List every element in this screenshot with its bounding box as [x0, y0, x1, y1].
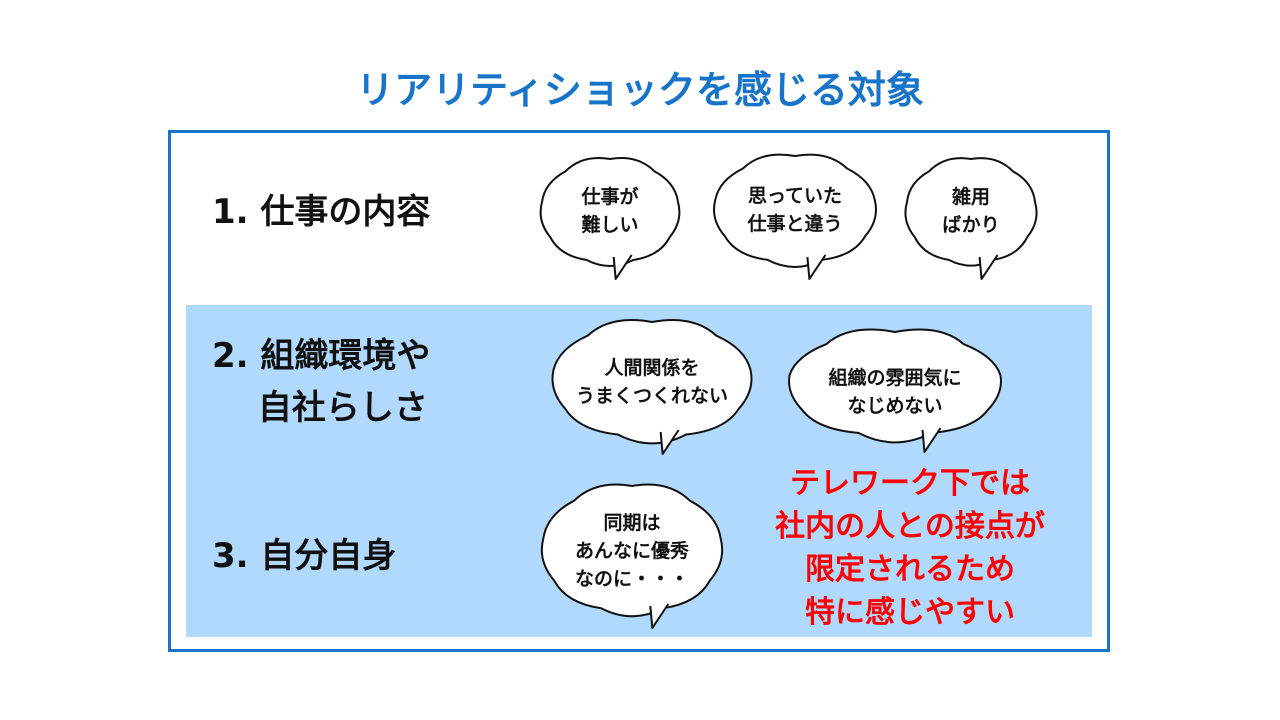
telework-note: テレワーク下では 社内の人との接点が 限定されるため 特に感じやすい [775, 466, 1045, 630]
cloud-bubble-shape [540, 483, 724, 629]
speech-bubble-relations: 人間関係を うまくつくれない [548, 318, 756, 456]
cloud-bubble-shape [713, 153, 877, 280]
cloud-bubble-shape [539, 157, 681, 280]
speech-bubble-chores: 雑用 ばかり [902, 155, 1040, 280]
cloud-bubble-shape [551, 319, 753, 455]
bubble-text: 思っていた 仕事と違う [747, 185, 843, 235]
speech-bubble-atmosphere: 組織の雰囲気に なじめない [784, 328, 1006, 454]
bubble-text: 仕事が 難しい [581, 186, 639, 236]
category-self: 3. 自分自身 [212, 536, 397, 576]
bubble-tail [649, 603, 670, 629]
bubble-tail [612, 254, 633, 280]
bubble-text: 雑用 ばかり [942, 186, 1000, 236]
category-organization: 2. 組織環境や 自社らしさ [212, 336, 431, 428]
page-title: リアリティショックを感じる対象 [356, 68, 924, 112]
bubble-text: 組織の雰囲気に なじめない [828, 367, 962, 417]
cloud-bubble-shape [904, 157, 1038, 280]
speech-bubble-difficult: 仕事が 難しい [537, 155, 683, 280]
bubble-text: 同期は あんなに優秀 なのに・・・ [574, 512, 689, 590]
bubble-tail [921, 427, 942, 453]
speech-bubble-different: 思っていた 仕事と違う [710, 152, 880, 280]
speech-bubble-peers: 同期は あんなに優秀 なのに・・・ [538, 482, 726, 630]
bubble-tail [659, 429, 680, 455]
category-job-content: 1. 仕事の内容 [212, 192, 431, 232]
bubble-tail [978, 254, 999, 280]
cloud-bubble-shape [788, 328, 1002, 453]
bubble-tail [806, 254, 827, 280]
bubble-text: 人間関係を うまくつくれない [575, 357, 728, 407]
